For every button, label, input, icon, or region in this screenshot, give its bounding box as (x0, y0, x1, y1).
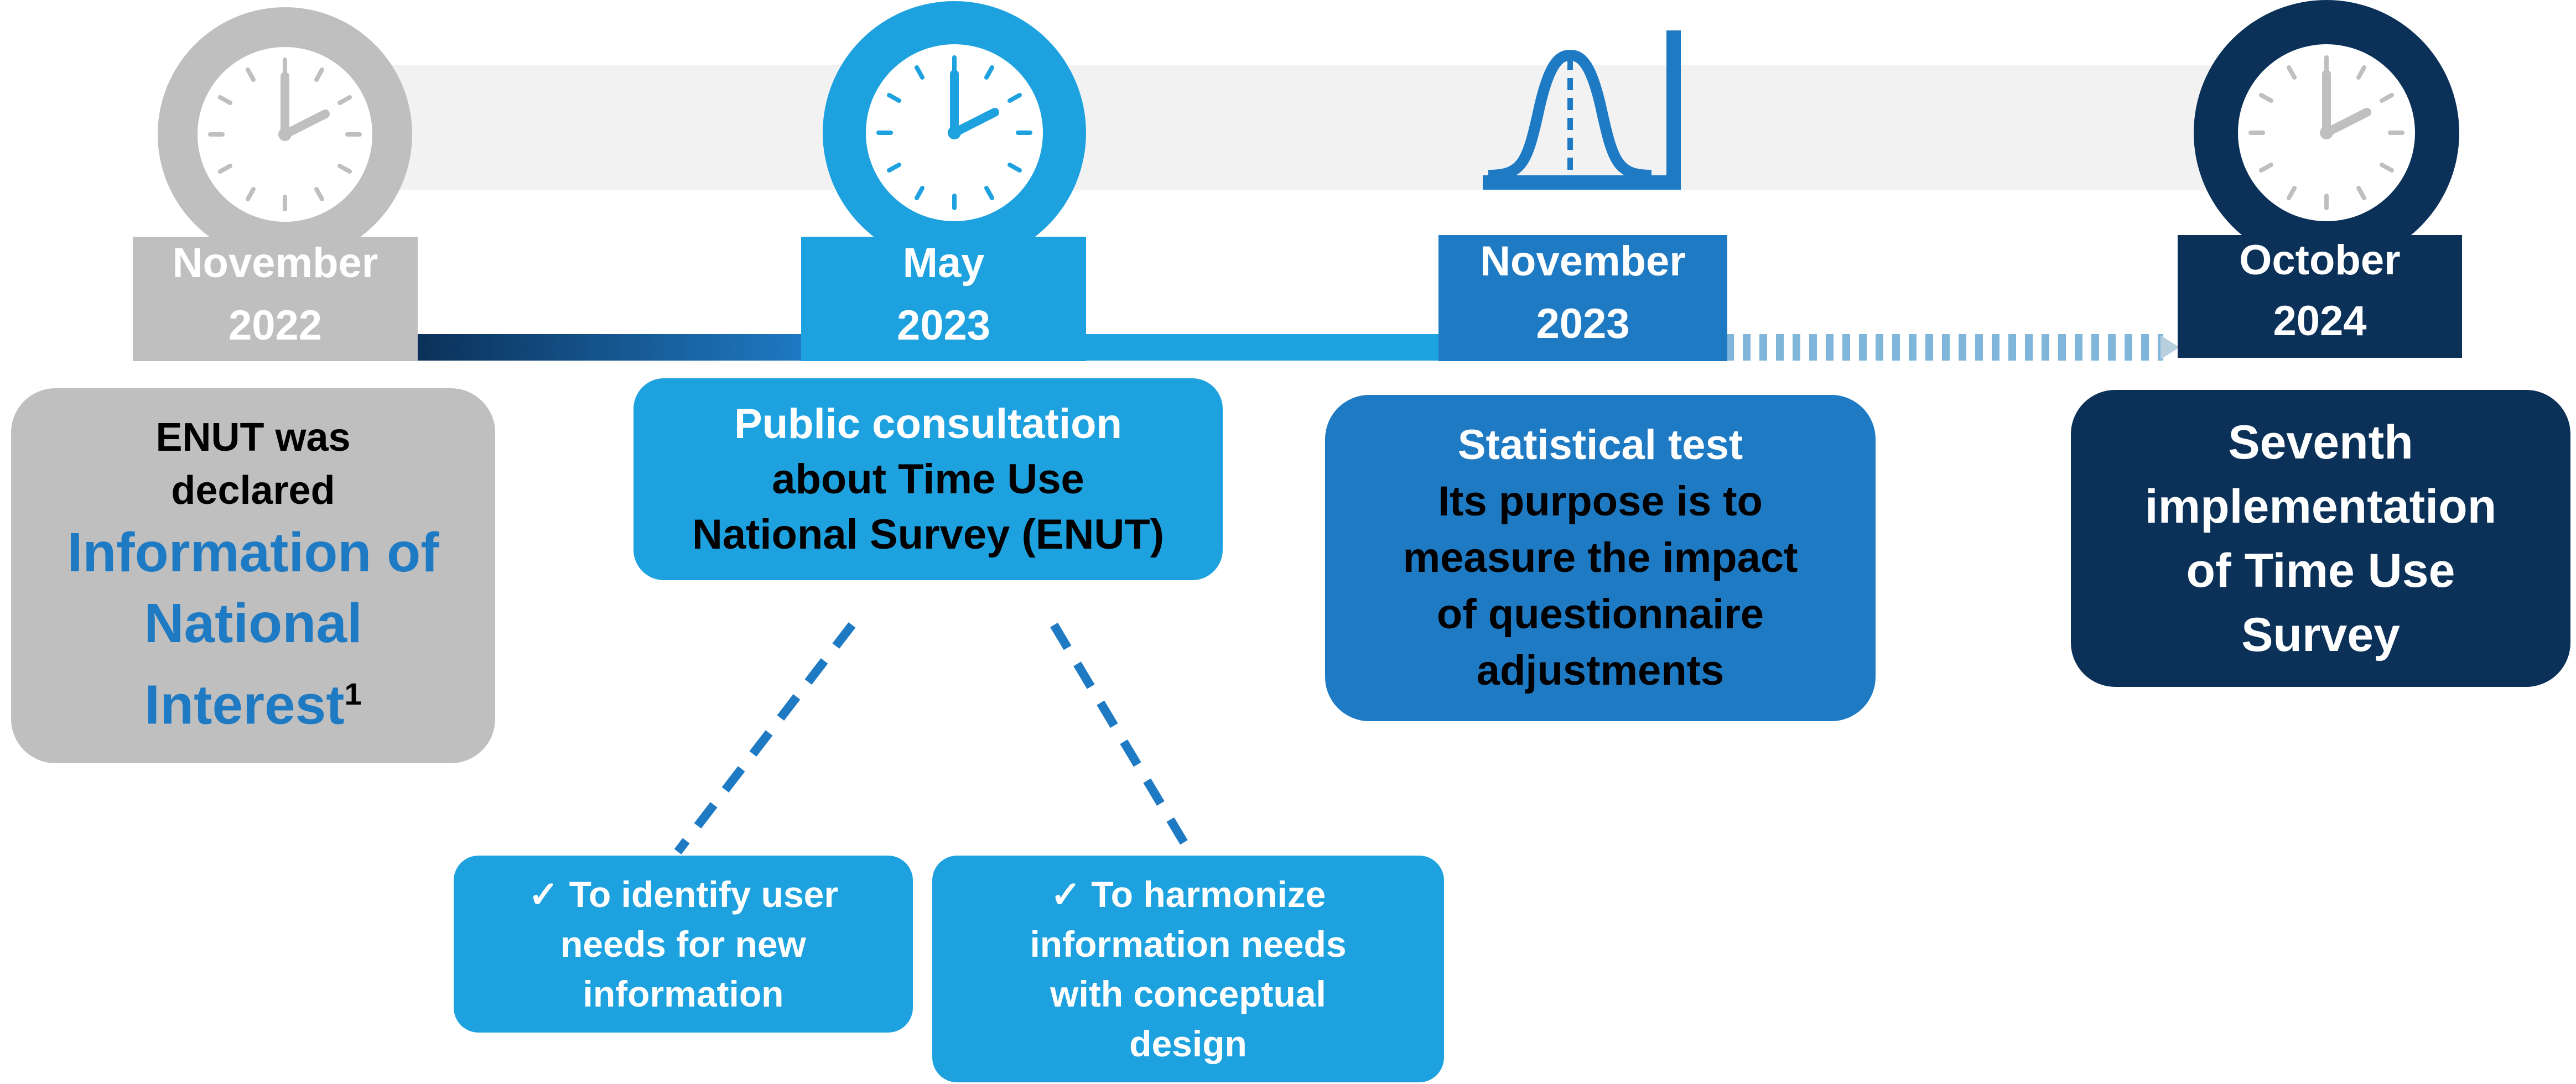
subitem-line: information (583, 973, 784, 1014)
highlight-text-line: Information of (67, 522, 439, 584)
date-box-oct-2024: October 2024 (2178, 235, 2462, 358)
card-text-line: of questionnaire (1436, 591, 1764, 638)
highlight-text-line: Interest1 (144, 659, 361, 740)
clock-icon (158, 7, 412, 262)
card-text-line: implementation (2144, 480, 2497, 533)
date-box-nov-2022: November 2022 (133, 237, 418, 361)
subitem-line: needs for new (560, 924, 806, 965)
bell-curve-icon (1483, 30, 1681, 190)
highlight-text: Interest (144, 674, 345, 736)
card-text-line: Survey (2241, 608, 2400, 661)
timeline-segment-3-dashed (1726, 334, 2163, 361)
check-icon: ✓ (528, 874, 559, 915)
date-year: 2022 (228, 302, 323, 349)
milestone-card-2022: ENUT was declared Information of Nationa… (11, 388, 495, 763)
milestone-card-2023-nov: Statistical test Its purpose is to measu… (1325, 395, 1876, 721)
subitem-line: ✓ To identify user (454, 869, 913, 919)
subitem-line: with conceptual (1050, 973, 1326, 1014)
card-text-line: declared (171, 468, 335, 513)
highlight-text-line: National (144, 592, 362, 655)
date-box-may-2023: May 2023 (801, 237, 1086, 361)
subitem-line: ✓ To harmonize (932, 869, 1444, 919)
subitem-text: To harmonize (1091, 874, 1326, 915)
card-text-line: about Time Use (772, 455, 1084, 503)
date-year: 2023 (1536, 300, 1630, 347)
date-month: November (1480, 238, 1686, 285)
timeline-segment-1 (418, 334, 805, 361)
card-text-line: measure the impact (1403, 534, 1798, 581)
milestone-card-2023-may: Public consultation about Time Use Natio… (633, 378, 1223, 580)
date-year: 2024 (2273, 298, 2367, 345)
clock-icon (823, 1, 1086, 264)
milestone-card-2024: Seventh implementation of Time Use Surve… (2071, 390, 2570, 687)
subitem-text: To identify user (569, 874, 839, 915)
date-year: 2023 (896, 302, 991, 349)
footnote-marker: 1 (344, 676, 362, 712)
card-text-line: adjustments (1476, 647, 1725, 694)
subitem-box-harmonize: ✓ To harmonize information needs with co… (932, 856, 1444, 1082)
clock-icon (2194, 0, 2459, 265)
subitem-line: design (1129, 1023, 1247, 1064)
date-month: May (902, 239, 985, 286)
card-text-line: Public consultation (734, 400, 1122, 447)
card-text-line: Seventh (2228, 415, 2413, 469)
date-box-nov-2023: November 2023 (1438, 235, 1727, 361)
date-month: October (2239, 237, 2401, 284)
timeline-segment-2 (1084, 334, 1444, 361)
card-text-line: Its purpose is to (1438, 478, 1763, 525)
subitem-box-user-needs: ✓ To identify user needs for new informa… (454, 856, 913, 1033)
timeline-arrowhead (2160, 335, 2179, 359)
timeline-background-band (382, 65, 2429, 190)
check-icon: ✓ (1050, 874, 1081, 915)
date-month: November (172, 239, 378, 286)
subitem-line: information needs (1030, 924, 1347, 965)
card-text-line: National Survey (ENUT) (692, 510, 1165, 558)
card-text-line: ENUT was (155, 415, 351, 460)
card-text-line: of Time Use (2186, 544, 2455, 597)
card-text-line: Statistical test (1457, 421, 1743, 468)
